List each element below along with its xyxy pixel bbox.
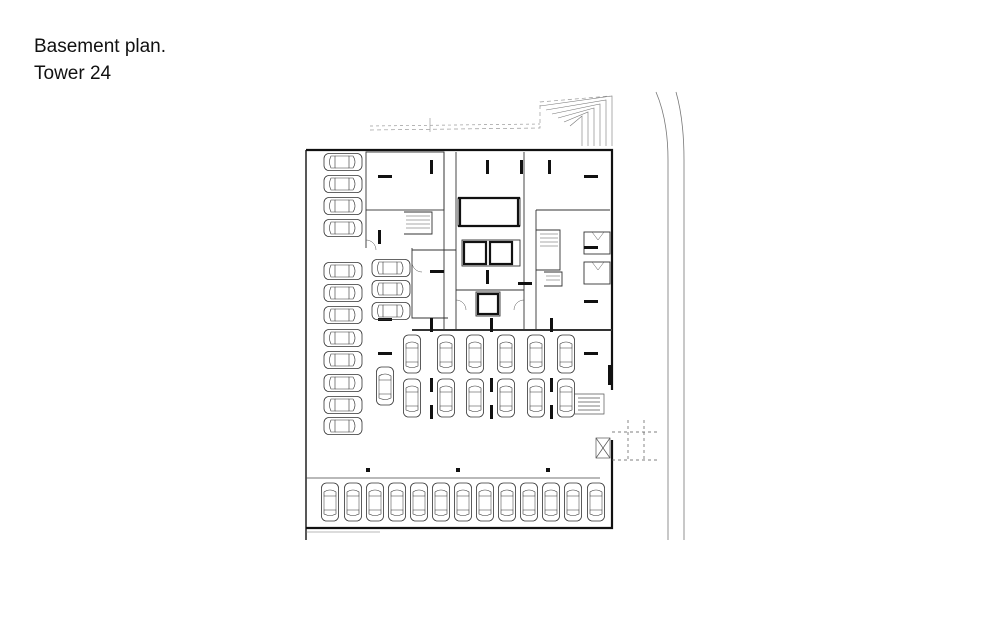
- entrance-details: [574, 393, 660, 462]
- parking-south: [321, 482, 605, 522]
- ramp-steps: [539, 95, 613, 146]
- street-line: [675, 91, 685, 540]
- stair-lines: [406, 215, 560, 281]
- parking-central-row-1: [403, 334, 575, 374]
- title-line-1: Basement plan.: [34, 36, 167, 57]
- parking-core-side: [371, 259, 411, 406]
- columns: [366, 160, 612, 472]
- title-line-2: Tower 24: [34, 63, 112, 84]
- site-boundary-dashed: [369, 95, 611, 132]
- parking-west: [323, 153, 363, 435]
- drawing-title: Basement plan. Tower 24: [34, 33, 166, 87]
- outer-walls: [305, 148, 614, 540]
- parking-central-row-2: [403, 378, 575, 418]
- street-line: [655, 91, 669, 540]
- door-swings: [365, 231, 605, 311]
- lift-shafts: [458, 196, 520, 316]
